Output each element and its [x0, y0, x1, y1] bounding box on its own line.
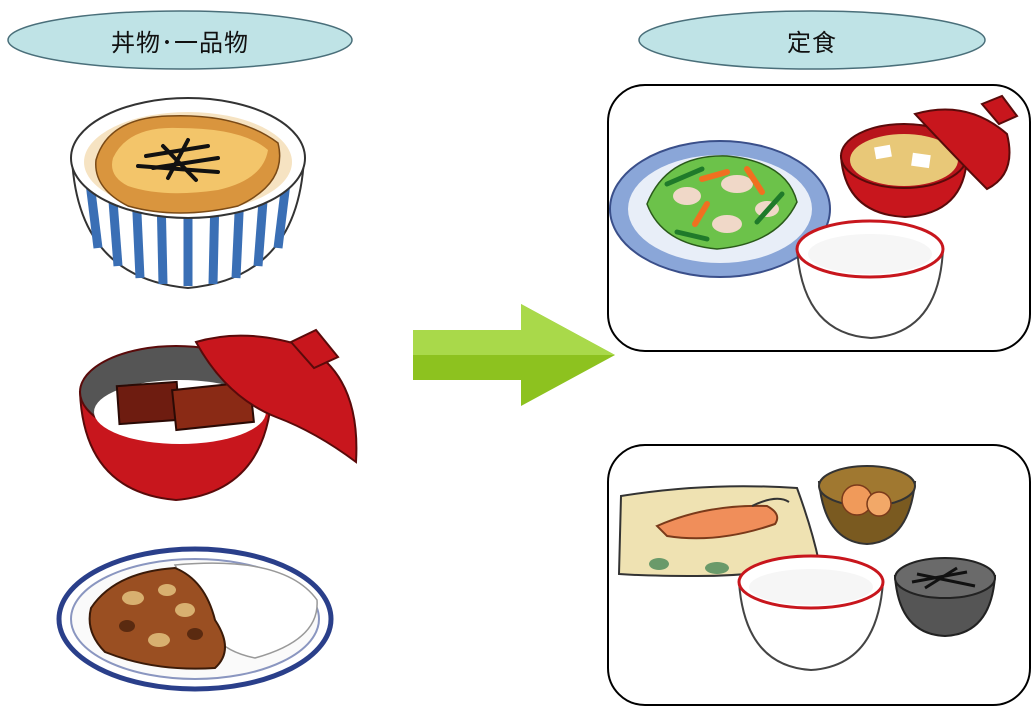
grilled-salmon-set-icon: [617, 465, 997, 672]
curry-rice-plate-icon: [56, 546, 334, 692]
label-ellipse: [638, 10, 986, 70]
green-right-arrow-icon: [413, 304, 615, 406]
stir-fry-miso-rice-set-icon: [609, 94, 1019, 340]
single-dish-category-label: 丼物･一品物: [5, 8, 355, 72]
set-meal-category-label: 定食: [636, 8, 988, 72]
unadon-lacquer-bowl-icon: [78, 328, 358, 502]
set-meal-category-text: 定食: [787, 28, 837, 57]
katsudon-bowl-icon: [70, 97, 306, 290]
label-ellipse: [7, 10, 353, 70]
single-dish-category-text: 丼物･一品物: [111, 28, 249, 57]
